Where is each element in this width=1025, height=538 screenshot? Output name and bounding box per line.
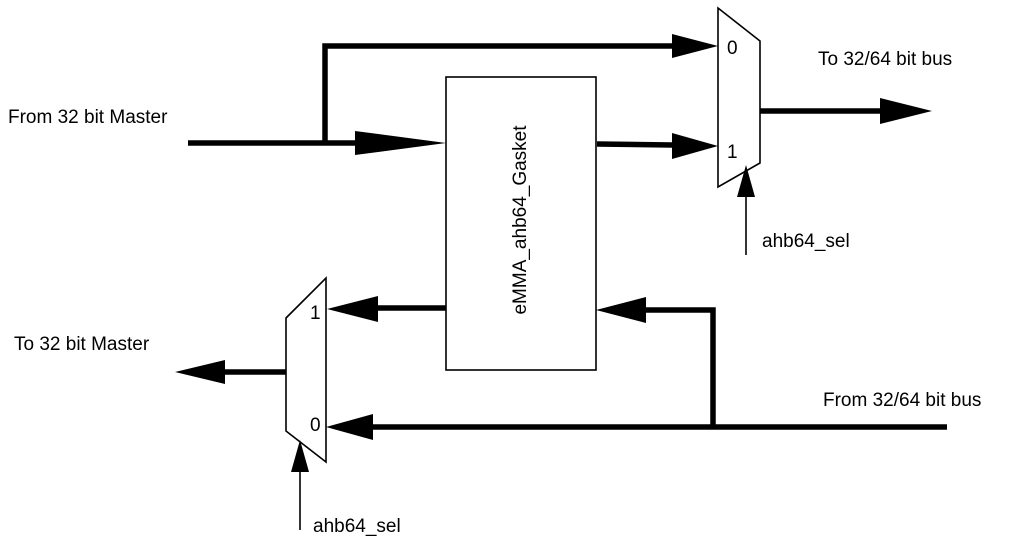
to-32-master-label: To 32 bit Master — [14, 334, 150, 355]
bottom-mux-input-1: 1 — [310, 303, 321, 324]
arrow-bus-to-gasket — [596, 297, 646, 323]
arrow-to-top-mux-0 — [672, 34, 718, 58]
top-mux-input-0: 0 — [727, 38, 738, 59]
arrow-to-bottom-mux-0 — [326, 414, 373, 440]
to-32-64-bus-label: To 32/64 bit bus — [818, 49, 952, 70]
from-32-master-label: From 32 bit Master — [8, 107, 168, 128]
from-32-64-bus-label: From 32/64 bit bus — [823, 390, 981, 411]
arrow-to-top-mux-1 — [672, 133, 718, 159]
top-mux — [717, 6, 761, 189]
bottom-select-arrowhead — [291, 440, 309, 472]
arrow-to-master — [175, 360, 225, 384]
master-input-wire — [188, 43, 672, 146]
arrow-to-bottom-mux-1 — [327, 296, 378, 322]
bus-to-gasket-wire — [646, 307, 716, 427]
top-select-arrowhead — [737, 165, 755, 197]
bottom-mux-input-0: 0 — [310, 415, 321, 436]
gasket-label: eMMA_ahb64_Gasket — [510, 125, 531, 315]
bottom-mux — [285, 276, 327, 464]
arrow-to-bus — [880, 98, 932, 124]
arrow-to-gasket — [355, 131, 446, 155]
bottom-select-label: ahb64_sel — [313, 516, 401, 537]
top-select-label: ahb64_sel — [762, 231, 850, 252]
gasket-block — [445, 76, 597, 371]
gasket-to-top-mux-wire — [596, 141, 673, 148]
top-mux-input-1: 1 — [727, 142, 738, 163]
